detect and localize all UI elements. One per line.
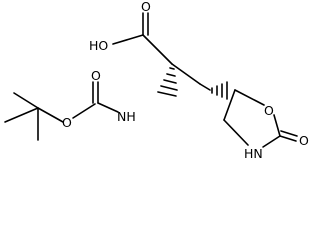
bond-nh-carbamate	[97, 102, 119, 113]
atom-ring-o: O	[264, 103, 274, 118]
bond-c5-ringo	[234, 89, 265, 106]
bond-cooh-alpha	[142, 34, 173, 65]
bond-cooh-oh	[112, 34, 144, 45]
hashed-wedge-ring-ch2	[211, 81, 228, 100]
bond-ester-tbu	[37, 107, 64, 123]
atom-amide-nh: NH	[117, 109, 136, 124]
bond-c2-carbonyl-2	[280, 130, 298, 137]
structure-diagram: HO O NH O O O O HN	[4, 0, 309, 161]
atom-carbamate-carbonyl-o: O	[91, 68, 101, 83]
atom-carboxyl-o: O	[141, 0, 151, 14]
bond-alpha-ch2	[171, 63, 201, 85]
bond-carbamate-ester-o	[72, 103, 96, 119]
bond-c4-nh	[223, 119, 249, 146]
bond-c5-c4	[223, 89, 236, 121]
hashed-wedge-alpha-nh	[157, 67, 178, 97]
bond-ch2-ring	[199, 83, 211, 91]
atom-ring-carbonyl-o: O	[299, 133, 309, 148]
bond-tbu-me1	[13, 92, 39, 109]
bond-tbu-me2	[4, 107, 39, 123]
bond-layer	[4, 12, 298, 148]
atom-carbamate-ester-o: O	[62, 115, 72, 130]
bond-nh-c2	[262, 135, 281, 148]
bond-c2-carbonyl-1	[279, 135, 297, 142]
atom-carboxyl-oh: HO	[89, 38, 108, 53]
atom-ring-nh: HN	[244, 146, 263, 161]
label-layer: HO O NH O O O O HN	[62, 0, 309, 161]
bond-c2-ringo	[273, 114, 281, 137]
